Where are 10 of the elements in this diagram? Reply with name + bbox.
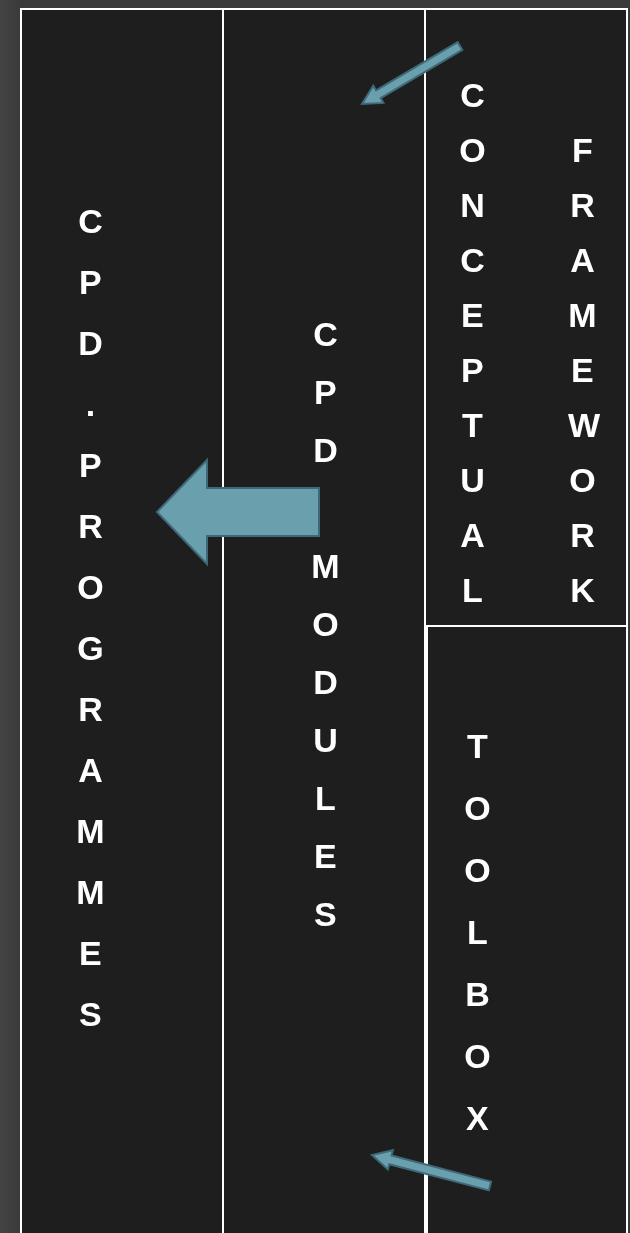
column-panel [20,8,224,1233]
arrow [360,40,464,106]
column-panel [222,8,426,1233]
vertical-label: CPD.PROGRAMMES [76,201,105,1035]
vertical-label: TOOLBOX [463,726,492,1139]
arrow [155,457,320,567]
vertical-label: CONCEPTUAL [458,75,487,611]
column-panel [424,625,628,1233]
arrow [369,1148,493,1192]
vertical-label: CPD MODULES [311,314,340,935]
